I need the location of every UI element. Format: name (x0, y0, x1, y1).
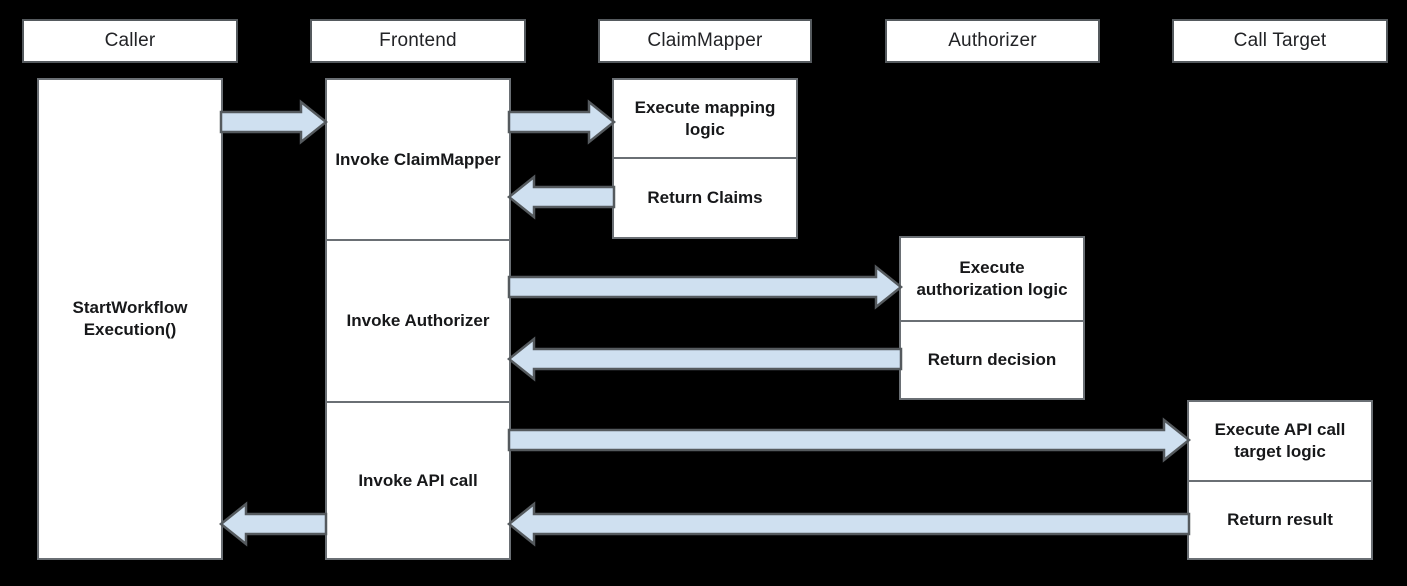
activation-frontend-invoke-authorizer: Invoke Authorizer (327, 239, 509, 401)
participant-header-calltarget[interactable]: Call Target (1172, 19, 1388, 63)
lifeline-caller[interactable]: StartWorkflow Execution() (37, 78, 223, 560)
message-arrow-frontend-to-authorizer (507, 264, 904, 310)
lifeline-claimmapper[interactable]: Execute mapping logic Return Claims (612, 78, 798, 239)
message-arrow-claimmapper-to-frontend (506, 174, 616, 220)
message-arrow-authorizer-to-frontend (506, 336, 903, 382)
activation-claimmapper-execute-mapping-logic: Execute mapping logic (634, 97, 776, 139)
participant-label-calltarget: Call Target (1233, 30, 1327, 51)
participant-header-caller[interactable]: Caller (22, 19, 238, 63)
participant-header-claimmapper[interactable]: ClaimMapper (598, 19, 812, 63)
participant-header-authorizer[interactable]: Authorizer (885, 19, 1100, 63)
participant-label-authorizer: Authorizer (948, 30, 1037, 51)
participant-label-caller: Caller (104, 30, 156, 51)
activation-frontend-invoke-claimmapper: Invoke ClaimMapper (335, 149, 501, 169)
activation-authorizer-return-decision: Return decision (901, 320, 1083, 398)
message-arrow-caller-to-frontend (219, 99, 329, 145)
activation-calltarget-execute-api-call-target-logic: Execute API call target logic (1214, 420, 1346, 461)
lifeline-authorizer[interactable]: Execute authorization logic Return decis… (899, 236, 1085, 400)
participant-label-frontend: Frontend (379, 30, 457, 51)
message-arrow-frontend-to-calltarget (507, 417, 1192, 463)
activation-frontend-invoke-api-call: Invoke API call (327, 401, 509, 558)
lifeline-frontend[interactable]: Invoke ClaimMapper Invoke Authorizer Inv… (325, 78, 511, 560)
activation-authorizer-execute-authorization-logic: Execute authorization logic (916, 258, 1068, 299)
activation-caller-start-workflow: StartWorkflow Execution() (72, 298, 188, 339)
message-arrow-calltarget-to-frontend (506, 501, 1191, 547)
message-arrow-frontend-to-claimmapper (507, 99, 617, 145)
message-arrow-frontend-to-caller (218, 501, 328, 547)
lifeline-calltarget[interactable]: Execute API call target logic Return res… (1187, 400, 1373, 560)
participant-header-frontend[interactable]: Frontend (310, 19, 526, 63)
activation-calltarget-return-result: Return result (1189, 480, 1371, 558)
participant-label-claimmapper: ClaimMapper (647, 30, 763, 51)
activation-claimmapper-return-claims: Return Claims (614, 157, 796, 237)
